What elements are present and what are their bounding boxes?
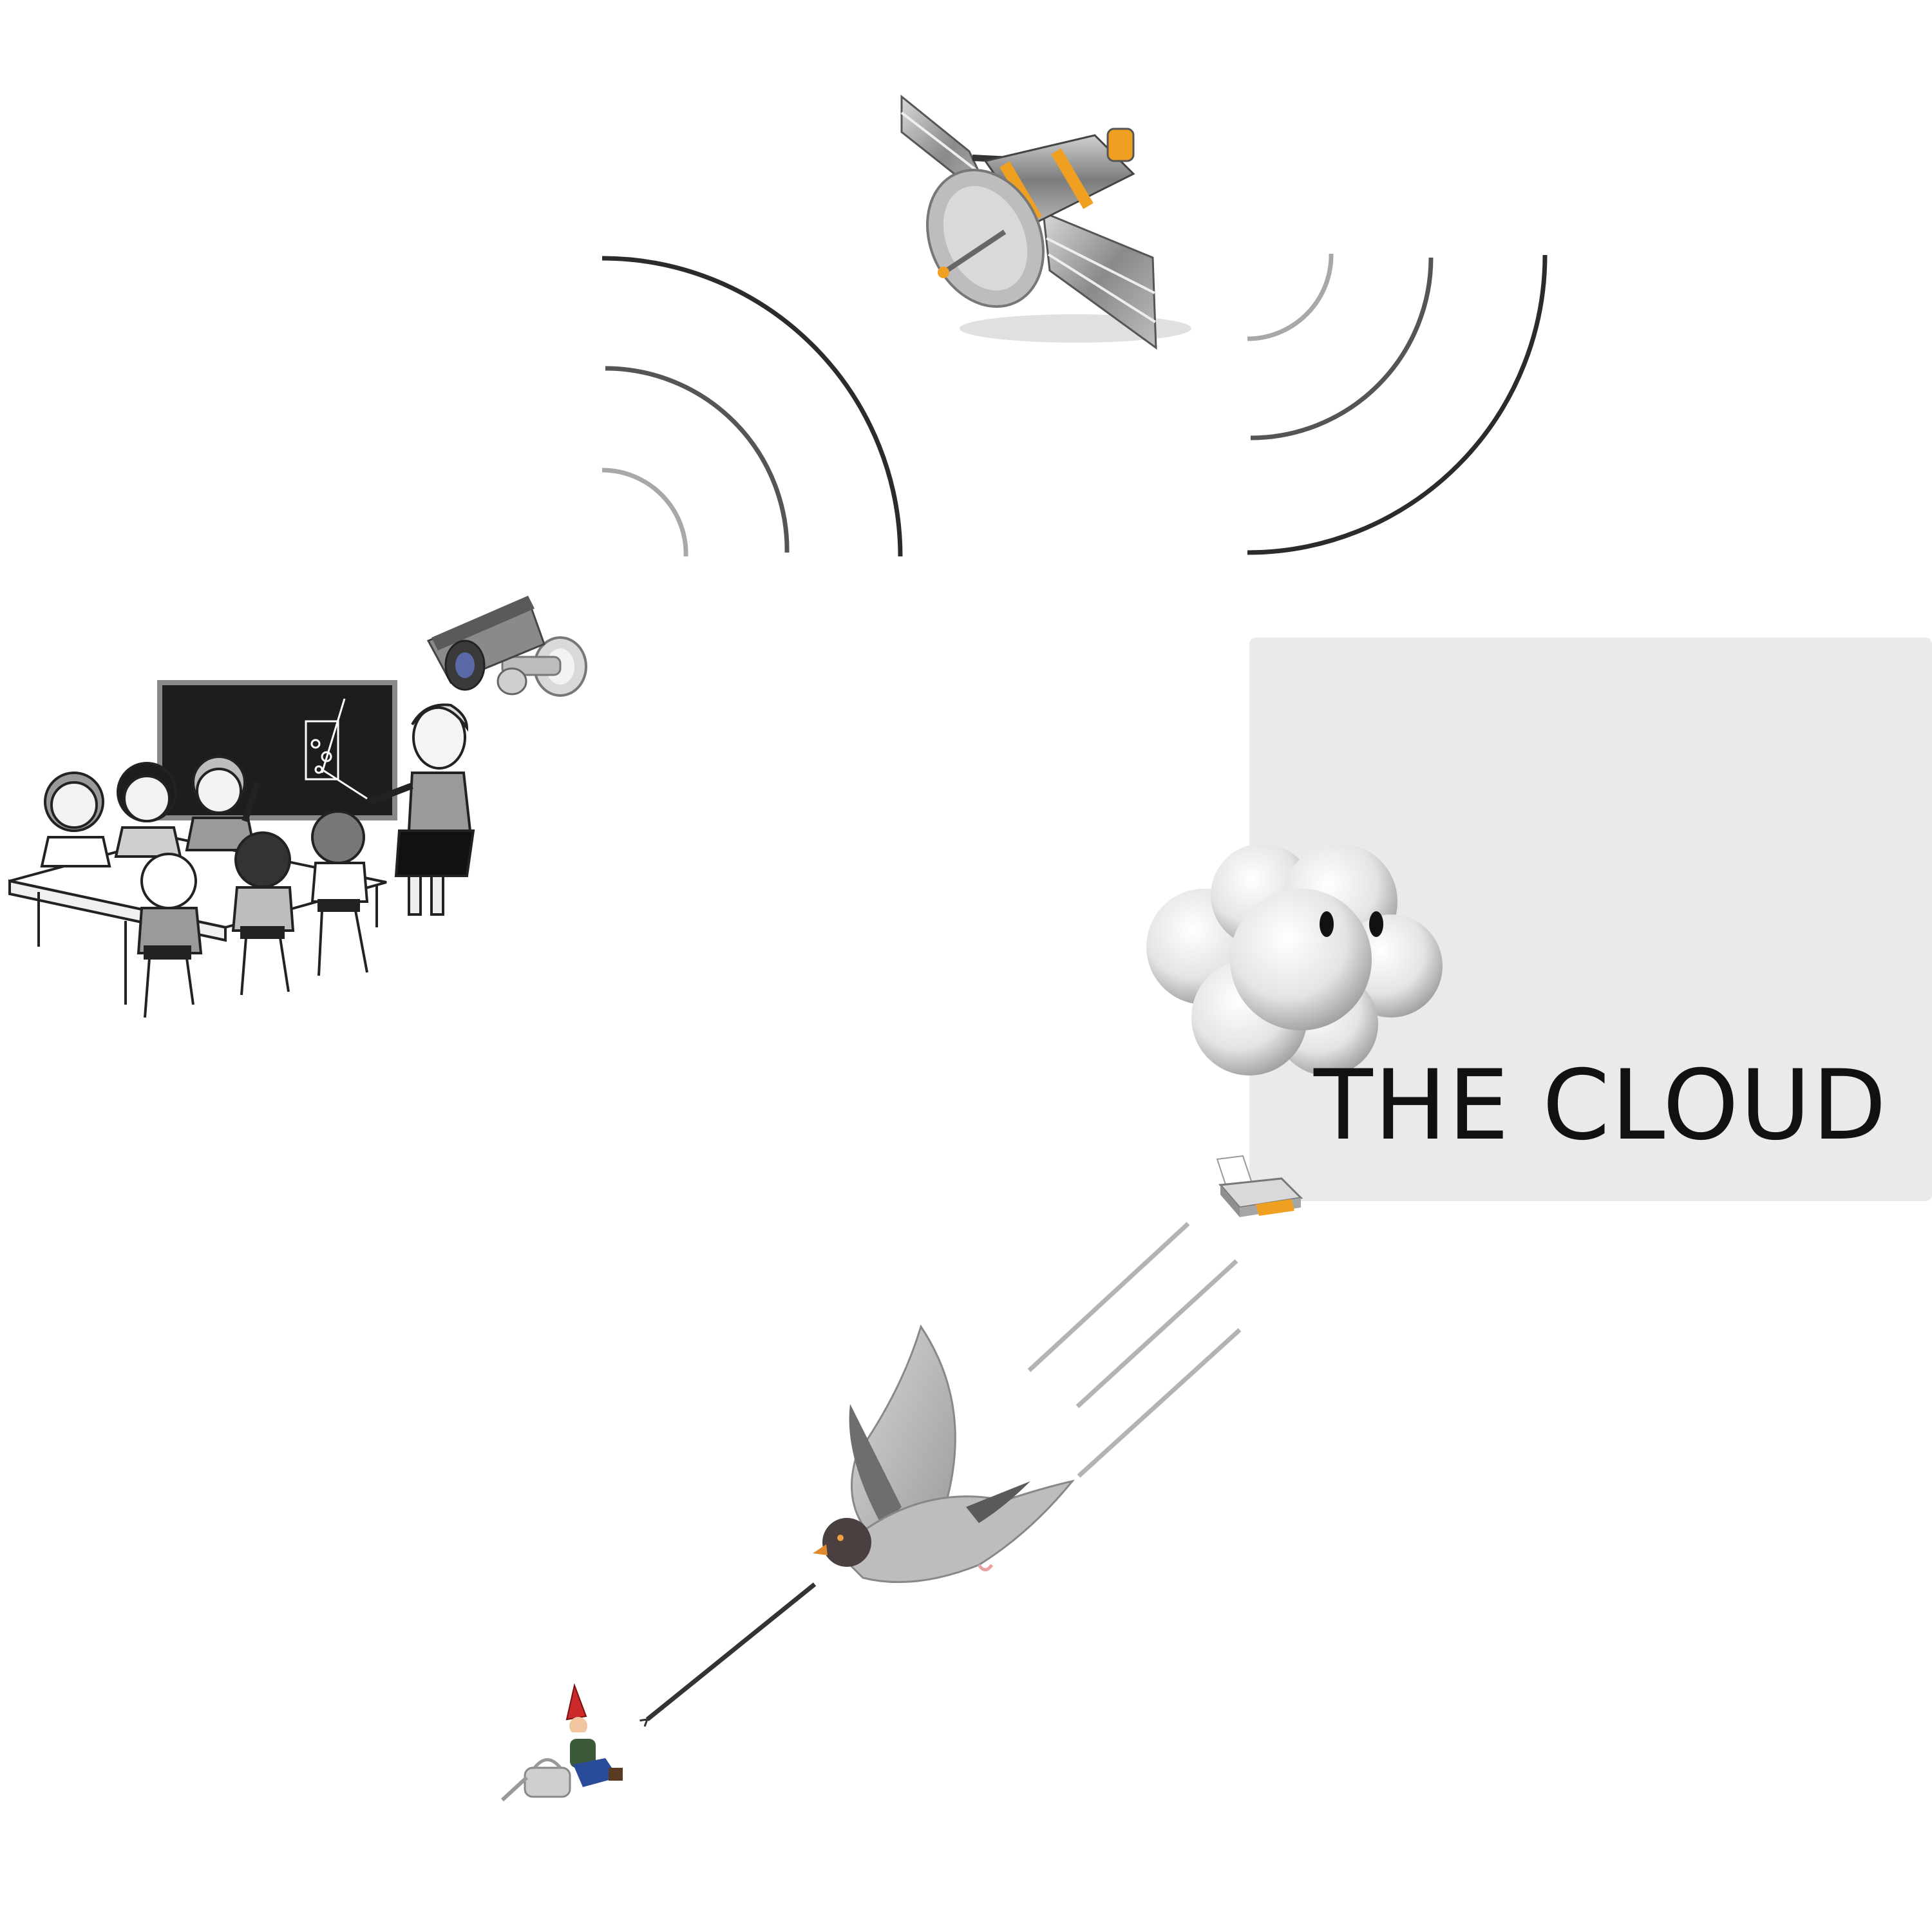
student-figure (40, 772, 111, 867)
printer-icon (1216, 1155, 1303, 1217)
signal-wave-left-middle (605, 366, 790, 553)
cloud-eye-left (1320, 911, 1334, 937)
garden-gnome-icon (500, 1683, 623, 1802)
cloud-eye-right (1369, 911, 1383, 937)
student-figure (185, 755, 261, 851)
signal-waves-left (601, 256, 903, 557)
signal-wave-left-inner (601, 468, 688, 557)
delivery-arrow (647, 1582, 817, 1719)
motion-line-3 (1077, 1328, 1242, 1478)
student-figure (231, 831, 295, 996)
signal-waves-right (1247, 253, 1548, 555)
chalkboard (157, 680, 397, 820)
cloud-character-icon (1146, 844, 1443, 1075)
signal-wave-right-outer (1247, 254, 1548, 555)
motion-line-1 (1027, 1222, 1190, 1372)
classroom-illustration (8, 680, 475, 1018)
signal-wave-right-inner (1247, 253, 1334, 341)
pigeon-icon (813, 1324, 1075, 1584)
pigeon-head (822, 1518, 871, 1567)
cloud-label: THE CLOUD (1314, 1050, 1888, 1162)
motion-lines (1027, 1222, 1242, 1478)
satellite-icon (900, 94, 1191, 350)
security-camera-icon (426, 596, 587, 697)
chalkboard-drawing (305, 698, 368, 800)
cloud-box (1249, 638, 1932, 1201)
motion-line-2 (1075, 1259, 1238, 1408)
signal-wave-right-middle (1250, 257, 1434, 440)
student-figure (137, 853, 203, 1018)
student-figure (310, 810, 369, 976)
teacher-figure (369, 703, 475, 916)
watering-can-icon (500, 1758, 571, 1802)
signal-wave-left-outer (601, 256, 903, 557)
student-figure (114, 762, 182, 858)
